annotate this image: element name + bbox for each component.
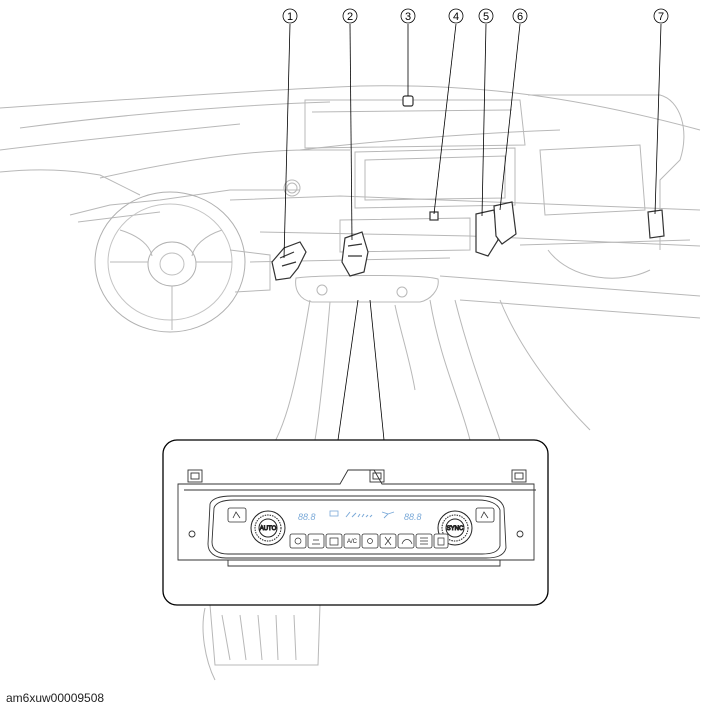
temp-right-readout: 88.8 xyxy=(404,512,422,522)
button-7 xyxy=(397,533,415,549)
ac-label: A/C xyxy=(347,539,358,545)
callouts xyxy=(283,23,662,582)
component-1-shape xyxy=(271,241,307,281)
callout-7: 7 xyxy=(658,11,664,23)
sync-label: SYNC xyxy=(447,526,464,532)
panel-housing xyxy=(177,469,536,567)
panel-display: 88.8 88.8 xyxy=(298,510,422,522)
component-parts xyxy=(271,95,665,281)
left-temp-knob: AUTO xyxy=(250,510,286,546)
airflow-icon xyxy=(381,511,395,519)
component-6-shape xyxy=(493,201,517,245)
button-9 xyxy=(433,533,449,549)
callout-5: 5 xyxy=(483,11,489,23)
callout-3: 3 xyxy=(405,11,411,23)
auto-label: AUTO xyxy=(260,526,277,532)
callout-2: 2 xyxy=(347,11,353,23)
climate-panel-inset: AUTO SYNC 88.8 88.8 xyxy=(162,439,549,606)
dashboard-outline xyxy=(0,85,701,681)
callout-6: 6 xyxy=(517,11,523,23)
fan-level-icon xyxy=(345,511,373,518)
temp-left-readout: 88.8 xyxy=(298,512,316,522)
button-icons: A/C xyxy=(294,536,445,546)
button-5 xyxy=(361,533,379,549)
component-3-shape xyxy=(402,95,414,107)
button-1 xyxy=(289,533,307,549)
ac-button xyxy=(343,533,361,549)
seat-heat-left-button xyxy=(227,507,247,523)
component-5-shape xyxy=(475,209,499,257)
seat-heat-right-button xyxy=(475,507,495,523)
button-2 xyxy=(307,533,325,549)
callout-1: 1 xyxy=(287,11,293,23)
figure-caption: am6xuw00009508 xyxy=(6,691,105,705)
button-3 xyxy=(325,533,343,549)
component-7-shape xyxy=(647,209,665,239)
component-2-shape xyxy=(341,231,369,277)
callout-4: 4 xyxy=(453,11,459,23)
